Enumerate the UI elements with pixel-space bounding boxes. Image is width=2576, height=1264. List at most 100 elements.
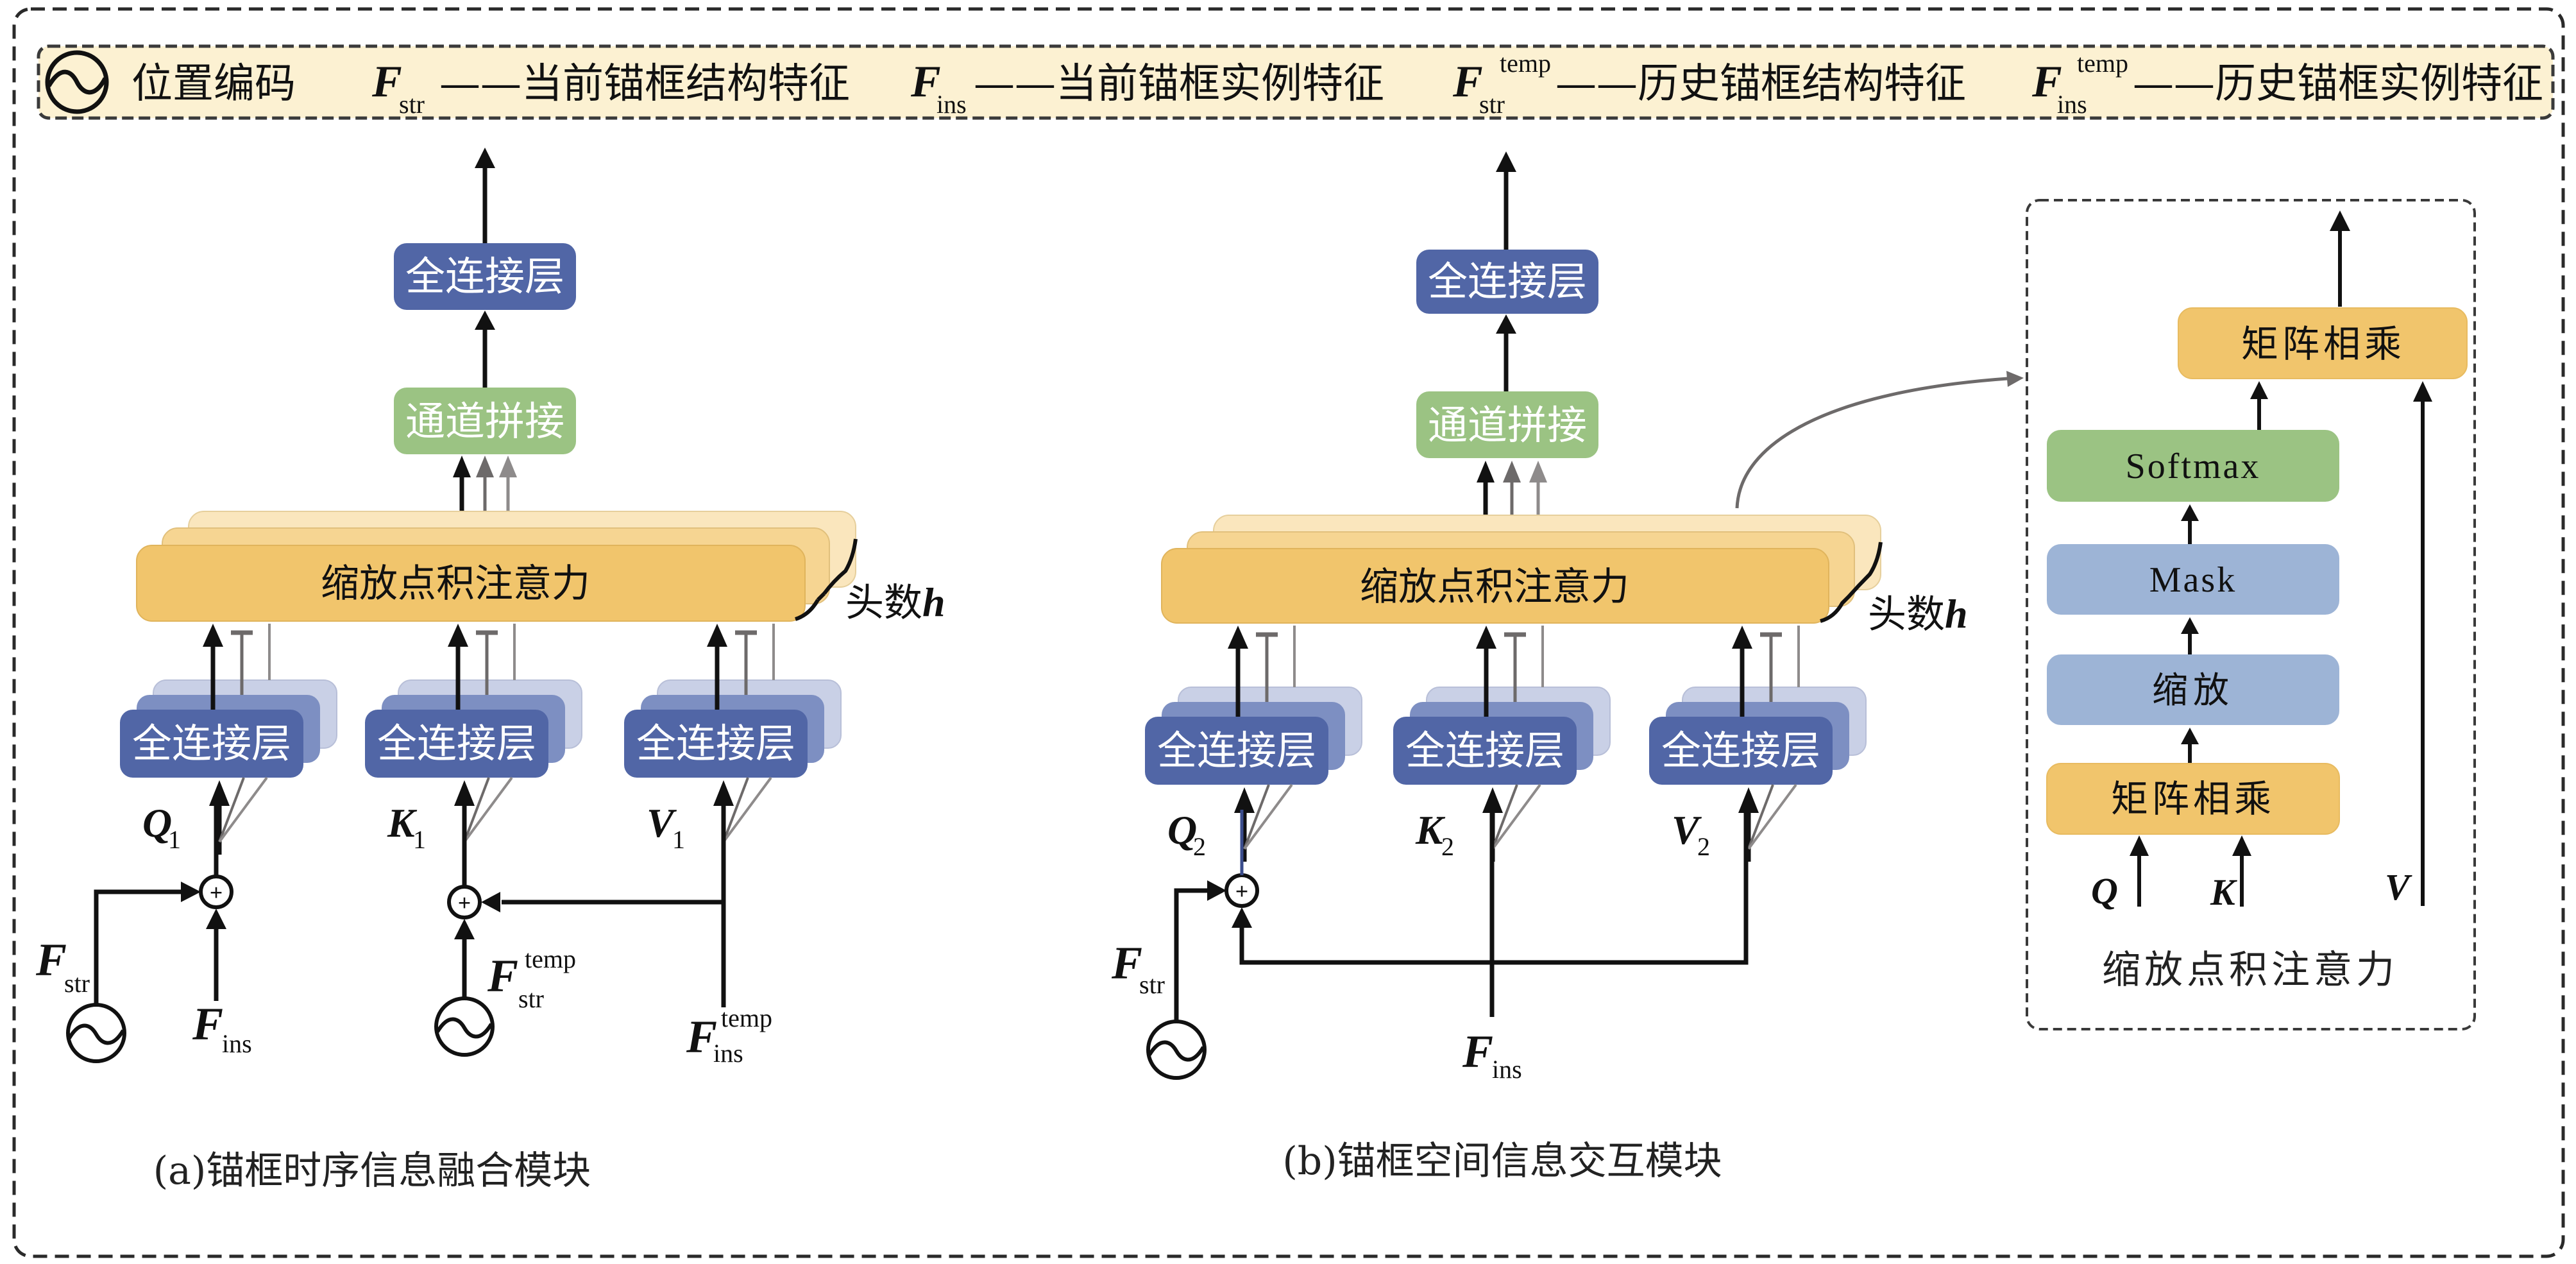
module-a-head-arrowhead-1 xyxy=(453,456,471,477)
module-b-fstr-arrowhead xyxy=(1207,880,1226,901)
branch-variable-label: K xyxy=(387,800,418,846)
fan-line xyxy=(1491,783,1541,850)
module-b-fins-to-q-arrowhead xyxy=(1232,907,1252,928)
module-a-k-adder-symbol: + xyxy=(458,890,471,916)
inset-scale-to-mask-arrowhead xyxy=(2181,617,2199,634)
module-b-output-fc-box xyxy=(1416,250,1598,314)
module-a-finstemp-sub: ins xyxy=(713,1039,743,1068)
module-a-q-adder-symbol: + xyxy=(210,880,223,905)
inset-matmul-top-label: 矩阵相乘 xyxy=(2241,322,2405,366)
module-b-fstr-symbol: F xyxy=(1111,937,1142,989)
fc-box-front xyxy=(120,710,303,778)
outer-frame xyxy=(12,7,2565,1258)
module-b-fins-bus xyxy=(1239,810,1749,965)
inset-v-arrowhead xyxy=(2413,381,2432,402)
legend-f-str-desc: ——当前锚框结构特征 xyxy=(439,60,850,108)
inset-matmul-bottom-box xyxy=(2046,763,2340,835)
branch-variable-label: Q xyxy=(142,800,172,846)
legend-f-str-temp-symbol: F xyxy=(1452,57,1483,107)
legend-f-str-temp-sub: str xyxy=(1479,90,1505,119)
fan-line xyxy=(1243,783,1293,850)
module-a-finstemp-symbol: F xyxy=(686,1011,717,1063)
input-to-fc-arrowhead xyxy=(454,780,475,806)
legend-f-ins-temp-desc: ——历史锚框实例特征 xyxy=(2133,60,2543,108)
fan-line xyxy=(463,776,513,843)
module-b-heads-brace xyxy=(1820,542,1883,623)
fc-box-front xyxy=(365,710,548,778)
inset-k-label: K xyxy=(2210,871,2237,913)
branch-variable-label: V xyxy=(1672,807,1702,853)
fc-to-attention-arrowhead xyxy=(448,624,468,647)
module-a-output-fc-label: 全连接层 xyxy=(405,253,564,300)
branch-variable-subscript: 2 xyxy=(1193,832,1206,861)
branch-variable-label: K xyxy=(1415,807,1446,853)
module-b-to-inset-arrowhead xyxy=(2006,371,2024,387)
branch-variable-label: V xyxy=(647,800,677,846)
branch-variable-subscript: 2 xyxy=(1697,832,1710,861)
inset-q-label: Q xyxy=(2091,870,2118,912)
legend-f-ins-temp-symbol: F xyxy=(2031,57,2062,107)
module-b-fstr-posenc-icon xyxy=(1146,1020,1207,1080)
inset-k-arrowhead xyxy=(2232,835,2251,856)
inset-matmul-top-box xyxy=(2178,307,2468,379)
inset-output-arrowhead xyxy=(2330,210,2350,231)
module-b-fstr-sub: str xyxy=(1139,970,1165,999)
inset-scale-label: 缩放 xyxy=(2152,670,2234,712)
fc-box-front xyxy=(1145,717,1328,785)
inset-softmax-box xyxy=(2047,430,2339,502)
inset-scale-box xyxy=(2047,654,2339,725)
legend-f-ins-temp-sub: ins xyxy=(2057,90,2087,119)
module-a-attention-label: 缩放点积注意力 xyxy=(321,561,590,606)
module-a-fins-symbol: F xyxy=(192,998,223,1050)
module-a-finstemp-sup: temp xyxy=(721,1004,772,1032)
sine-wave-circle-icon xyxy=(45,50,109,114)
fc-box-label: 全连接层 xyxy=(1661,727,1820,774)
fc-box-front xyxy=(624,710,808,778)
fan-line xyxy=(722,776,772,843)
module-a-fstr-posenc-icon xyxy=(66,1003,126,1063)
fan-line xyxy=(1747,784,1774,850)
module-a-head-arrowhead-3 xyxy=(499,456,517,477)
inset-softmax-label: Softmax xyxy=(2126,447,2261,486)
module-a-head-arrowhead-2 xyxy=(476,456,494,477)
module-b-output-arrowhead xyxy=(1496,151,1516,172)
module-a-fstrtemp-posenc-icon xyxy=(434,996,495,1057)
branch-variable-subscript: 1 xyxy=(413,825,426,854)
module-a-fstrtemp-sub: str xyxy=(518,984,544,1013)
inset-softmax-to-matmul-arrowhead xyxy=(2250,381,2268,399)
branch-variable-subscript: 1 xyxy=(168,825,181,854)
module-a-fins-sub: ins xyxy=(222,1029,252,1058)
inset-title: 缩放点积注意力 xyxy=(2102,948,2398,993)
fc-to-attention-arrowhead xyxy=(1732,626,1752,649)
branch-variable-label: Q xyxy=(1167,807,1197,853)
fan-line xyxy=(1747,783,1797,850)
module-a-branch-q: 全连接层 Q1 xyxy=(120,624,337,855)
legend-f-ins-desc: ——当前锚框实例特征 xyxy=(974,60,1384,108)
module-a-concat-to-fc-arrowhead xyxy=(475,311,495,330)
module-b-q-adder-symbol: + xyxy=(1235,878,1249,904)
module-a: 全连接层 通道拼接 缩放点积注意力 头数h xyxy=(136,148,945,626)
inset-mask-to-softmax-arrowhead xyxy=(2181,504,2199,521)
fan-line xyxy=(1491,784,1518,850)
module-a-heads-label: 头数h xyxy=(845,579,945,626)
legend-f-str-temp-sup: temp xyxy=(1500,49,1551,78)
module-b-branch-q: 全连接层 Q2 xyxy=(1145,626,1362,862)
module-a-fstr-line xyxy=(94,889,186,1012)
fc-box-label: 全连接层 xyxy=(132,720,291,767)
module-b-fins-symbol: F xyxy=(1462,1026,1493,1077)
fc-box-label: 全连接层 xyxy=(1157,727,1316,774)
input-to-fc-arrowhead xyxy=(713,780,734,806)
module-a-concat-label: 通道拼接 xyxy=(405,398,564,445)
fan-line xyxy=(463,777,490,842)
module-a-fstr-sub: str xyxy=(64,969,90,998)
module-b-heads-label: 头数h xyxy=(1868,591,1968,637)
fc-to-attention-arrowhead xyxy=(707,624,727,647)
module-a-heads-brace xyxy=(794,538,858,621)
fan-line xyxy=(218,777,245,842)
fc-box-label: 全连接层 xyxy=(1405,727,1564,774)
fc-to-attention-arrowhead xyxy=(203,624,223,647)
module-b-to-inset-connector xyxy=(1735,377,2008,509)
